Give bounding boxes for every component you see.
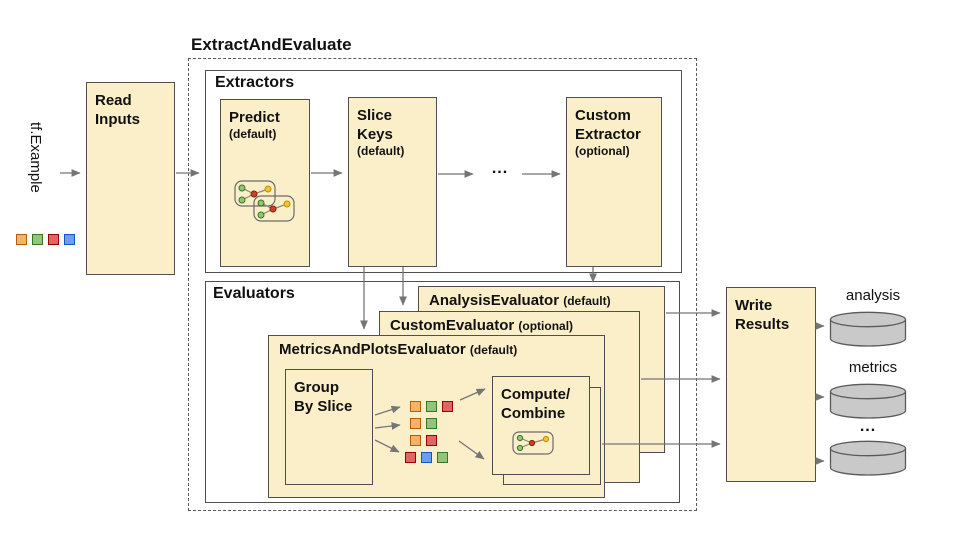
blue-square	[421, 452, 432, 463]
evaluators-section: Evaluators	[205, 281, 680, 503]
predict-suffix: (default)	[229, 127, 277, 141]
custom-extractor-suffix: (optional)	[575, 144, 630, 158]
read-inputs-box: Read Inputs	[86, 82, 175, 275]
orange-square	[410, 435, 421, 446]
green-square	[32, 234, 43, 245]
custom-evaluator-name: CustomEvaluator	[390, 317, 515, 334]
write-results-box: Write Results	[726, 287, 816, 482]
metrics-and-plots-evaluator-label: MetricsAndPlotsEvaluator (default)	[269, 336, 604, 358]
metrics-and-plots-evaluator-name: MetricsAndPlotsEvaluator	[279, 341, 466, 358]
evaluators-section-label: Evaluators	[213, 285, 295, 302]
sliced-data-squares	[405, 401, 453, 469]
compute-combine-box: Compute/ Combine	[492, 376, 590, 475]
orange-square	[410, 418, 421, 429]
graph-nodes-icon	[234, 178, 296, 224]
green-square	[426, 401, 437, 412]
slice-keys-extractor-box: Slice Keys (default)	[348, 97, 437, 267]
analysis-evaluator-label: AnalysisEvaluator (default)	[419, 287, 664, 309]
write-results-label: Write Results	[735, 297, 790, 333]
input-label: tf.Example	[27, 122, 44, 193]
red-square	[426, 435, 437, 446]
extractors-ellipsis: ...	[491, 160, 509, 177]
predict-extractor-box: Predict (default)	[220, 99, 310, 267]
custom-extractor-box: Custom Extractor (optional)	[566, 97, 662, 267]
red-square	[442, 401, 453, 412]
diagram-title: ExtractAndEvaluate	[191, 35, 352, 54]
custom-extractor-label: Custom Extractor	[575, 107, 641, 143]
predict-label: Predict	[229, 109, 280, 126]
read-inputs-label: Read Inputs	[95, 92, 140, 128]
slice-keys-label: Slice Keys	[357, 107, 393, 143]
metrics-and-plots-evaluator-suffix: (default)	[469, 343, 518, 357]
red-square	[405, 452, 416, 463]
group-by-slice-box: Group By Slice	[285, 369, 373, 485]
compute-combine-label: Compute/ Combine	[501, 386, 571, 422]
analysis-evaluator-suffix: (default)	[563, 294, 611, 308]
green-square	[437, 452, 448, 463]
extractors-section-label: Extractors	[215, 74, 295, 91]
slice-row	[410, 418, 453, 429]
output-metrics-label: metrics	[848, 359, 898, 376]
outputs-ellipsis: ...	[859, 418, 877, 435]
input-example-squares	[16, 234, 75, 245]
orange-square	[16, 234, 27, 245]
extract-and-evaluate-container	[188, 58, 697, 511]
custom-evaluator-label: CustomEvaluator (optional)	[380, 312, 639, 334]
database-cylinder-icon	[829, 440, 907, 477]
slice-row	[405, 452, 453, 463]
output-analysis-label: analysis	[845, 287, 901, 304]
orange-square	[410, 401, 421, 412]
red-square	[48, 234, 59, 245]
group-by-slice-label: Group By Slice	[294, 379, 353, 415]
slice-keys-suffix: (default)	[357, 144, 405, 158]
database-cylinder-icon	[829, 383, 907, 420]
slice-row	[410, 435, 453, 446]
graph-nodes-icon	[512, 431, 554, 455]
custom-evaluator-suffix: (optional)	[518, 319, 574, 333]
extractors-section: Extractors	[205, 70, 682, 273]
database-cylinder-icon	[829, 311, 907, 348]
analysis-evaluator-name: AnalysisEvaluator	[429, 292, 560, 309]
green-square	[426, 418, 437, 429]
slice-row	[410, 401, 453, 412]
blue-square	[64, 234, 75, 245]
